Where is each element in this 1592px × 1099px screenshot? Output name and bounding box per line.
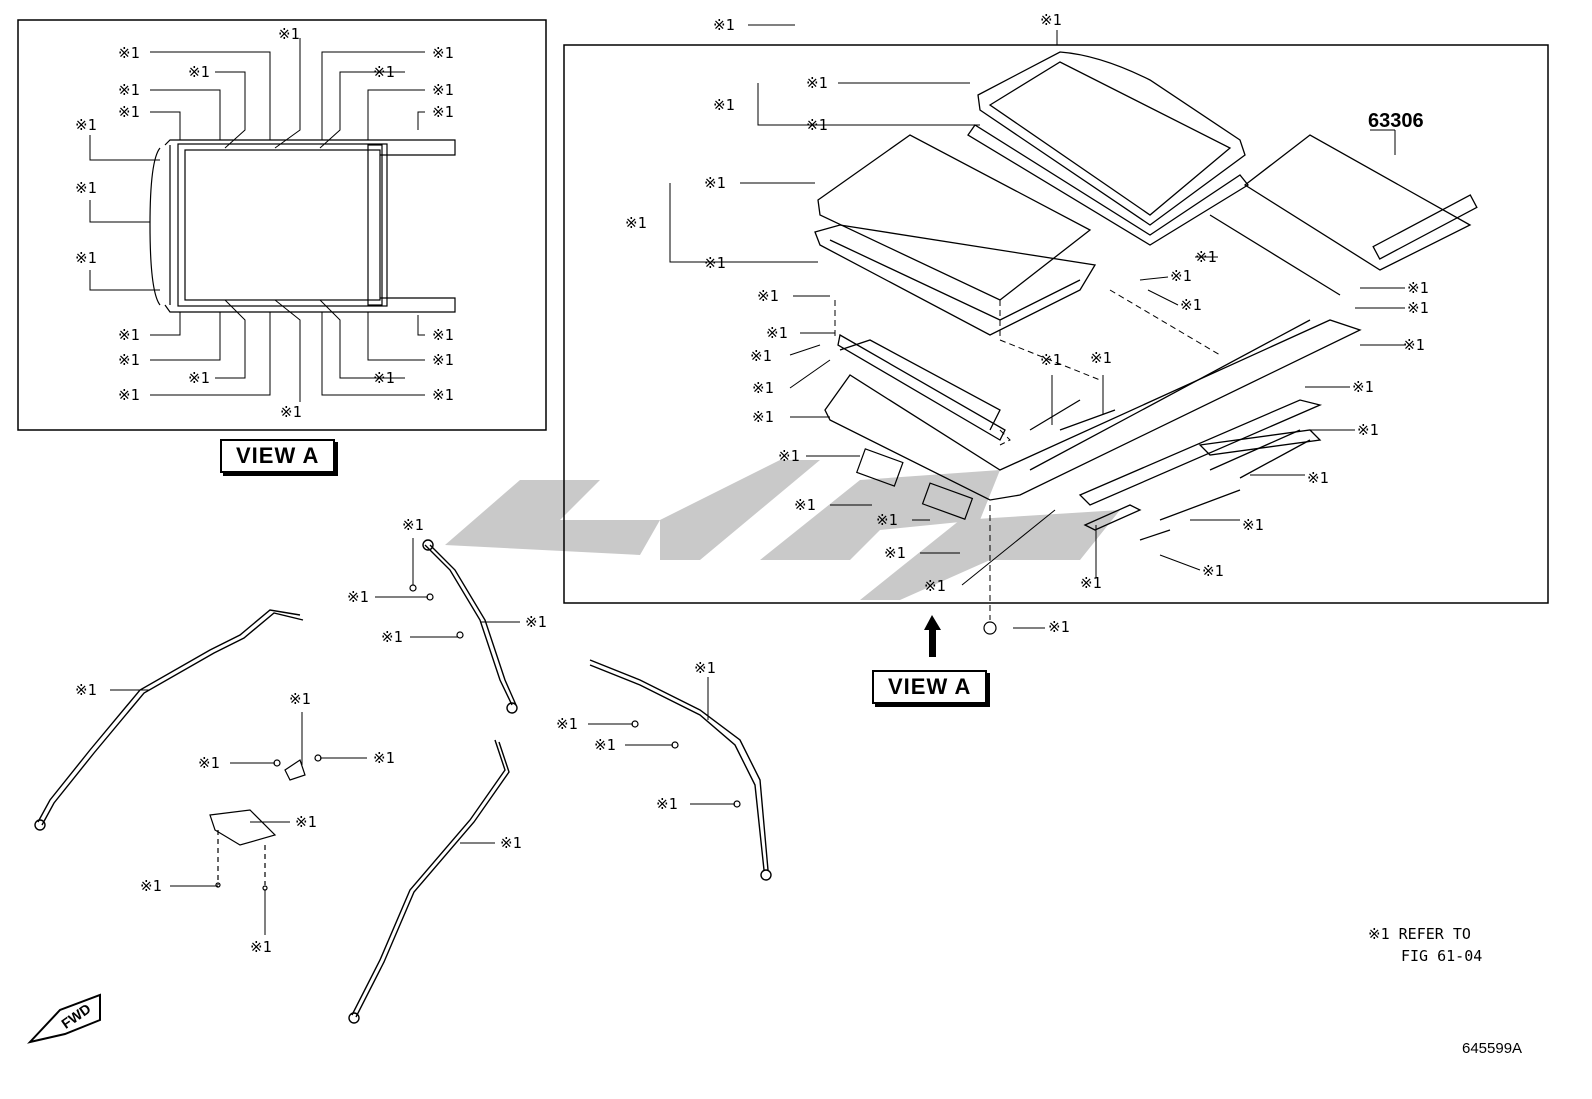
ref-label: ※1 xyxy=(289,690,311,708)
ref-label: ※1 xyxy=(1180,296,1202,314)
ref-label: ※1 xyxy=(432,351,454,369)
ref-label: ※1 xyxy=(924,577,946,595)
ref-label: ※1 xyxy=(1357,421,1379,439)
ref-label: ※1 xyxy=(402,516,424,534)
ref-label: ※1 xyxy=(118,103,140,121)
fwd-arrow xyxy=(27,993,101,1044)
ref-label: ※1 xyxy=(778,447,800,465)
view-a-drawing xyxy=(149,139,456,313)
ref-label: ※1 xyxy=(1307,469,1329,487)
view-a-label: VIEW A xyxy=(220,439,336,473)
ref-label: ※1 xyxy=(752,408,774,426)
ref-label: ※1 xyxy=(704,174,726,192)
ref-label: ※1 xyxy=(1040,11,1062,29)
ref-label: ※1 xyxy=(1352,378,1374,396)
ref-label: ※1 xyxy=(250,938,272,956)
ref-label: ※1 xyxy=(118,44,140,62)
ref-label: ※1 xyxy=(432,326,454,344)
ref-label: ※1 xyxy=(75,681,97,699)
small-parts xyxy=(209,584,741,891)
view-a-callout: VIEW A xyxy=(872,670,988,704)
ref-label: ※1 xyxy=(198,754,220,772)
glass-panel-front xyxy=(814,134,1097,336)
ref-label: ※1 xyxy=(295,813,317,831)
drive-motor xyxy=(855,448,997,635)
ref-label: ※1 xyxy=(432,81,454,99)
ref-label: ※1 xyxy=(757,287,779,305)
ref-label: ※1 xyxy=(1040,351,1062,369)
ref-label: ※1 xyxy=(432,103,454,121)
ref-label: ※1 xyxy=(704,254,726,272)
ref-label: ※1 xyxy=(373,749,395,767)
ref-label: ※1 xyxy=(556,715,578,733)
figure-number: 645599A xyxy=(1462,1040,1523,1057)
ref-label: ※1 xyxy=(188,369,210,387)
reference-note-line1: ※1 REFER TO xyxy=(1368,925,1471,943)
ref-label: ※1 xyxy=(525,613,547,631)
ref-label: ※1 xyxy=(280,403,302,421)
ref-label: ※1 xyxy=(713,16,735,34)
ref-label: ※1 xyxy=(876,511,898,529)
ref-label: ※1 xyxy=(373,369,395,387)
ref-label: ※1 xyxy=(656,795,678,813)
ref-label: ※1 xyxy=(118,81,140,99)
ref-label: ※1 xyxy=(188,63,210,81)
main-leaders xyxy=(669,24,1405,629)
small-parts-leaders xyxy=(110,538,735,935)
ref-label: ※1 xyxy=(1407,279,1429,297)
ref-label: ※1 xyxy=(347,588,369,606)
ref-label: ※1 xyxy=(694,659,716,677)
ref-label: ※1 xyxy=(278,25,300,43)
reference-note-line2: FIG 61-04 xyxy=(1401,947,1483,965)
ref-label: ※1 xyxy=(75,179,97,197)
ref-label: ※1 xyxy=(1090,349,1112,367)
ref-label: ※1 xyxy=(140,877,162,895)
ref-label: ※1 xyxy=(1202,562,1224,580)
ref-label: ※1 xyxy=(381,628,403,646)
dashed-guides xyxy=(834,289,1221,620)
ref-label: ※1 xyxy=(1403,336,1425,354)
glass-panel-rear xyxy=(967,51,1249,246)
ref-label: ※1 xyxy=(884,544,906,562)
ref-label: ※1 xyxy=(432,386,454,404)
ref-label: ※1 xyxy=(118,326,140,344)
ref-label: ※1 xyxy=(766,324,788,342)
ref-label: ※1 xyxy=(752,379,774,397)
ref-label: ※1 xyxy=(594,736,616,754)
ref-label: ※1 xyxy=(1080,574,1102,592)
ref-label: ※1 xyxy=(806,74,828,92)
ref-label: ※1 xyxy=(75,116,97,134)
main-view-frame xyxy=(563,44,1549,604)
view-a-arrow xyxy=(924,615,941,657)
sunshade xyxy=(1209,134,1478,296)
view-a-leaders xyxy=(89,38,425,402)
ref-label: ※1 xyxy=(432,44,454,62)
ref-label: ※1 xyxy=(1170,267,1192,285)
ref-label: ※1 xyxy=(1048,618,1070,636)
ref-label: ※1 xyxy=(794,496,816,514)
ref-label: ※1 xyxy=(1242,516,1264,534)
part-number-label: 63306 xyxy=(1368,110,1424,132)
ref-label: ※1 xyxy=(75,249,97,267)
ref-label: ※1 xyxy=(806,116,828,134)
ref-label: ※1 xyxy=(118,386,140,404)
ref-label: ※1 xyxy=(118,351,140,369)
ref-label: ※1 xyxy=(625,214,647,232)
ref-label: ※1 xyxy=(500,834,522,852)
ref-label: ※1 xyxy=(713,96,735,114)
ref-label: ※1 xyxy=(1195,248,1217,266)
ref-label: ※1 xyxy=(750,347,772,365)
sunroof-frame-assembly xyxy=(824,319,1362,541)
view-a-frame xyxy=(17,19,547,431)
watermark-logo xyxy=(445,460,1120,600)
ref-label: ※1 xyxy=(373,63,395,81)
reference-note: ※1 REFER TO FIG 61-04 xyxy=(1368,923,1482,967)
drain-hoses xyxy=(34,539,772,1024)
ref-label: ※1 xyxy=(1407,299,1429,317)
